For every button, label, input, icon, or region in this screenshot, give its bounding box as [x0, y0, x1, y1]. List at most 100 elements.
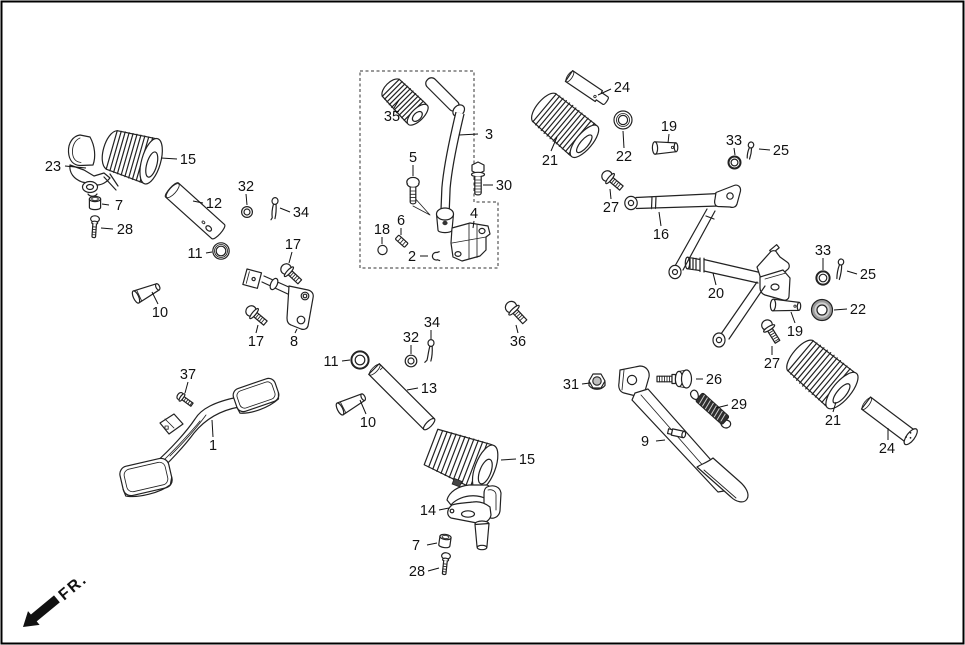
part-callout-22: 22	[616, 149, 632, 165]
hex-nut-31-drawing	[588, 373, 606, 390]
callout-leader-21	[832, 401, 837, 413]
callout-leader-19	[790, 311, 796, 324]
callout-leader-19	[667, 133, 670, 144]
part-callout-11: 11	[187, 246, 202, 262]
part-callout-13: 13	[421, 381, 437, 397]
callout-leader-31	[581, 382, 591, 385]
step-bracket-drawing	[242, 268, 314, 330]
part-callout-2: 2	[408, 249, 416, 265]
washer-22b-drawing	[810, 298, 834, 322]
bushing-ring-11b-drawing	[350, 350, 370, 370]
callout-leader-13	[406, 387, 419, 391]
callout-leader-21	[550, 136, 558, 152]
grip-pipe-top-drawing	[564, 70, 609, 105]
callout-leader-27	[609, 188, 612, 200]
callout-leader-12	[192, 200, 204, 204]
part-callout-21: 21	[542, 153, 558, 169]
part-callout-20: 20	[708, 286, 724, 302]
callout-leader-15	[500, 458, 517, 461]
ring-33b-drawing	[815, 270, 831, 286]
callout-leader-17	[255, 324, 259, 334]
callout-leader-15	[160, 157, 178, 160]
callout-leader-23	[64, 165, 87, 169]
part-callout-23: 23	[45, 159, 61, 175]
cotter-pin-25b-drawing	[836, 258, 845, 281]
callout-leader-7	[101, 203, 110, 206]
part-callout-7: 7	[115, 198, 123, 214]
cotter-pin-34b-drawing	[424, 339, 435, 363]
part-callout-34: 34	[424, 315, 440, 331]
flange-bolt-17a-drawing	[280, 263, 303, 285]
part-callout-32: 32	[403, 330, 419, 346]
part-callout-27: 27	[603, 200, 619, 216]
part-callout-19: 19	[661, 119, 677, 135]
callout-leader-10	[151, 291, 159, 305]
pin-6-drawing	[395, 234, 409, 248]
callout-leader-14	[438, 507, 450, 511]
callout-leader-34	[279, 207, 291, 213]
bushing-left-drawing	[88, 195, 102, 211]
callout-leader-1	[211, 419, 214, 438]
part-callout-5: 5	[409, 150, 417, 166]
callout-leader-9	[655, 439, 666, 442]
footrest-arm-20-drawing	[684, 244, 791, 348]
bolt-30-drawing	[470, 161, 486, 196]
part-callout-30: 30	[496, 178, 512, 194]
part-callout-9: 9	[641, 434, 649, 450]
dashed-detail-box	[359, 70, 499, 269]
callout-leader-20	[712, 272, 717, 286]
callout-leader-16	[658, 211, 662, 227]
part-callout-31: 31	[563, 377, 579, 393]
part-callout-32: 32	[238, 179, 254, 195]
circlip-18-drawing	[377, 244, 388, 256]
kick-starter-grip-rubber-drawing	[381, 78, 429, 126]
bushing-7b-drawing	[438, 533, 452, 549]
flange-bolt-36-drawing	[504, 300, 528, 325]
callout-leader-25	[846, 270, 858, 275]
part-callout-14: 14	[420, 503, 436, 519]
callout-leader-36	[515, 324, 519, 334]
handle-grip-bottom-drawing	[786, 339, 859, 410]
clevis-pin-10b-drawing	[335, 393, 367, 416]
part-callout-10: 10	[360, 415, 376, 431]
cotter-pin-a-drawing	[270, 197, 279, 221]
part-callout-26: 26	[706, 372, 722, 388]
clevis-pin-left-drawing	[131, 283, 161, 304]
callout-leader-32	[245, 193, 248, 206]
clamp-4-drawing	[450, 222, 491, 262]
part-callout-35: 35	[384, 109, 400, 125]
part-callout-21: 21	[825, 413, 841, 429]
pivot-bolt-26-drawing	[656, 369, 693, 389]
part-callout-34: 34	[293, 205, 309, 221]
part-callout-15: 15	[519, 452, 535, 468]
footrest-rubber-left-drawing	[101, 130, 163, 185]
flange-bolt-27b-drawing	[761, 319, 781, 344]
footrest-arm-16-drawing	[624, 184, 742, 280]
part-callout-12: 12	[206, 196, 222, 212]
part-callout-16: 16	[653, 227, 669, 243]
callout-leader-37	[184, 381, 189, 394]
cotter-pin-25a-drawing	[746, 141, 755, 160]
part-callout-17: 17	[248, 334, 264, 350]
callout-leader-24	[597, 88, 612, 96]
part-callout-19: 19	[787, 324, 803, 340]
callout-leader-8	[294, 328, 298, 334]
part-callout-36: 36	[510, 334, 526, 350]
callout-leader-33	[733, 147, 736, 156]
stand-spring-29-drawing	[689, 389, 732, 429]
part-callout-22: 22	[850, 302, 866, 318]
callout-leader-28	[100, 227, 114, 230]
pivot-tube-13-drawing	[368, 363, 436, 431]
callout-leader-22	[622, 130, 625, 149]
washer-22a-drawing	[613, 110, 633, 130]
part-callout-15: 15	[180, 152, 196, 168]
callout-leader-4	[472, 220, 475, 229]
part-callout-28: 28	[409, 564, 425, 580]
kick-starter-lever-drawing	[412, 77, 466, 234]
callout-leader-7	[426, 542, 438, 546]
part-callout-3: 3	[485, 127, 493, 143]
part-callout-4: 4	[470, 206, 478, 222]
callout-leader-17	[288, 251, 293, 264]
